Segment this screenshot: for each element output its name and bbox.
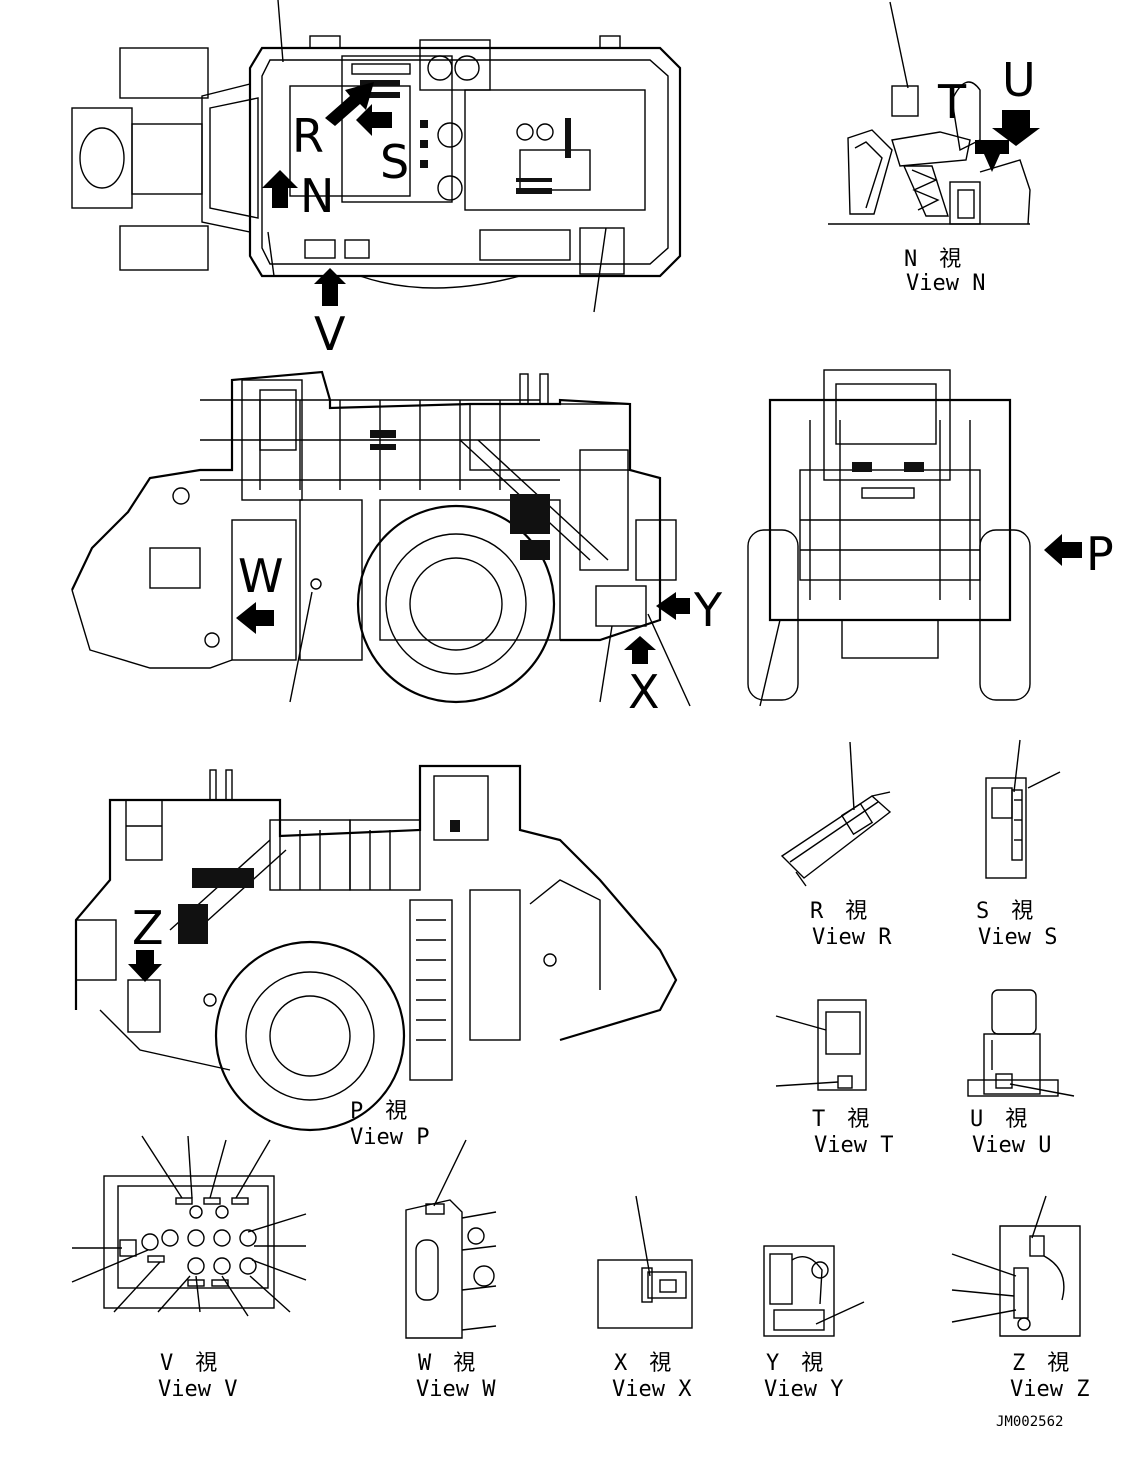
caption-view-y-en: View Y xyxy=(764,1377,843,1402)
arrow-r xyxy=(325,82,374,126)
callout-V: V xyxy=(314,307,346,361)
caption-view-z-jp: Z 視 xyxy=(1012,1351,1069,1376)
callout-Z: Z xyxy=(132,901,164,955)
view-x-drawing xyxy=(597,1195,693,1329)
caption-view-n-en: View N xyxy=(906,271,985,296)
caption-view-z-en: View Z xyxy=(1010,1377,1089,1402)
side-view-p xyxy=(74,764,678,1132)
callout-R: R xyxy=(292,109,324,163)
caption-view-u-jp: U 視 xyxy=(970,1107,1027,1132)
arrow-x xyxy=(624,636,656,664)
caption-view-x-jp: X 視 xyxy=(614,1351,671,1376)
arrow-w xyxy=(236,602,274,634)
callout-X: X xyxy=(628,665,660,719)
arrow-n xyxy=(262,170,298,208)
side-view-left xyxy=(71,370,691,707)
callout-U: U xyxy=(1002,53,1036,107)
caption-view-w-jp: W 視 xyxy=(418,1351,475,1376)
view-v-drawing xyxy=(71,1135,307,1317)
callout-N: N xyxy=(300,169,334,223)
caption-view-r-jp: R 視 xyxy=(810,899,867,924)
caption-view-v-en: View V xyxy=(158,1377,237,1402)
arrow-t xyxy=(975,140,1009,172)
callout-S: S xyxy=(380,135,409,189)
caption-view-t-en: View T xyxy=(814,1133,893,1158)
caption-view-x-en: View X xyxy=(612,1377,692,1402)
caption-view-s-jp: S 視 xyxy=(976,899,1033,924)
view-y-drawing xyxy=(763,1245,865,1337)
callout-P: P xyxy=(1086,527,1114,581)
view-u-drawing xyxy=(967,989,1075,1097)
caption-view-v-jp: V 視 xyxy=(160,1351,217,1376)
callout-W: W xyxy=(238,549,283,603)
callout-T: T xyxy=(937,75,967,129)
drawing-number: JM002562 xyxy=(996,1414,1063,1430)
arrow-z xyxy=(128,950,162,982)
caption-view-p-jp: P 視 xyxy=(350,1099,407,1124)
caption-view-w-en: View W xyxy=(416,1377,496,1402)
arrow-v xyxy=(314,268,346,306)
view-n-drawing xyxy=(828,1,1040,225)
rear-view xyxy=(747,369,1082,707)
caption-view-s-en: View S xyxy=(978,925,1057,950)
view-r-drawing xyxy=(780,741,892,887)
caption-view-p-en: View P xyxy=(350,1125,429,1150)
arrow-u xyxy=(992,110,1040,146)
arrow-s xyxy=(356,104,392,136)
view-t-drawing xyxy=(775,999,867,1091)
caption-view-r-en: View R xyxy=(812,925,892,950)
caption-view-t-jp: T 視 xyxy=(812,1107,869,1132)
arrow-p xyxy=(1044,534,1082,566)
callout-Y: Y xyxy=(693,583,723,637)
view-z-drawing xyxy=(951,1195,1081,1337)
view-s-drawing xyxy=(985,739,1061,879)
caption-view-n-jp: N 視 xyxy=(904,247,961,272)
caption-view-u-en: View U xyxy=(972,1133,1051,1158)
top-view xyxy=(71,0,682,313)
caption-view-y-jp: Y 視 xyxy=(766,1351,823,1376)
arrow-y xyxy=(656,592,690,620)
view-w-drawing xyxy=(405,1139,497,1339)
